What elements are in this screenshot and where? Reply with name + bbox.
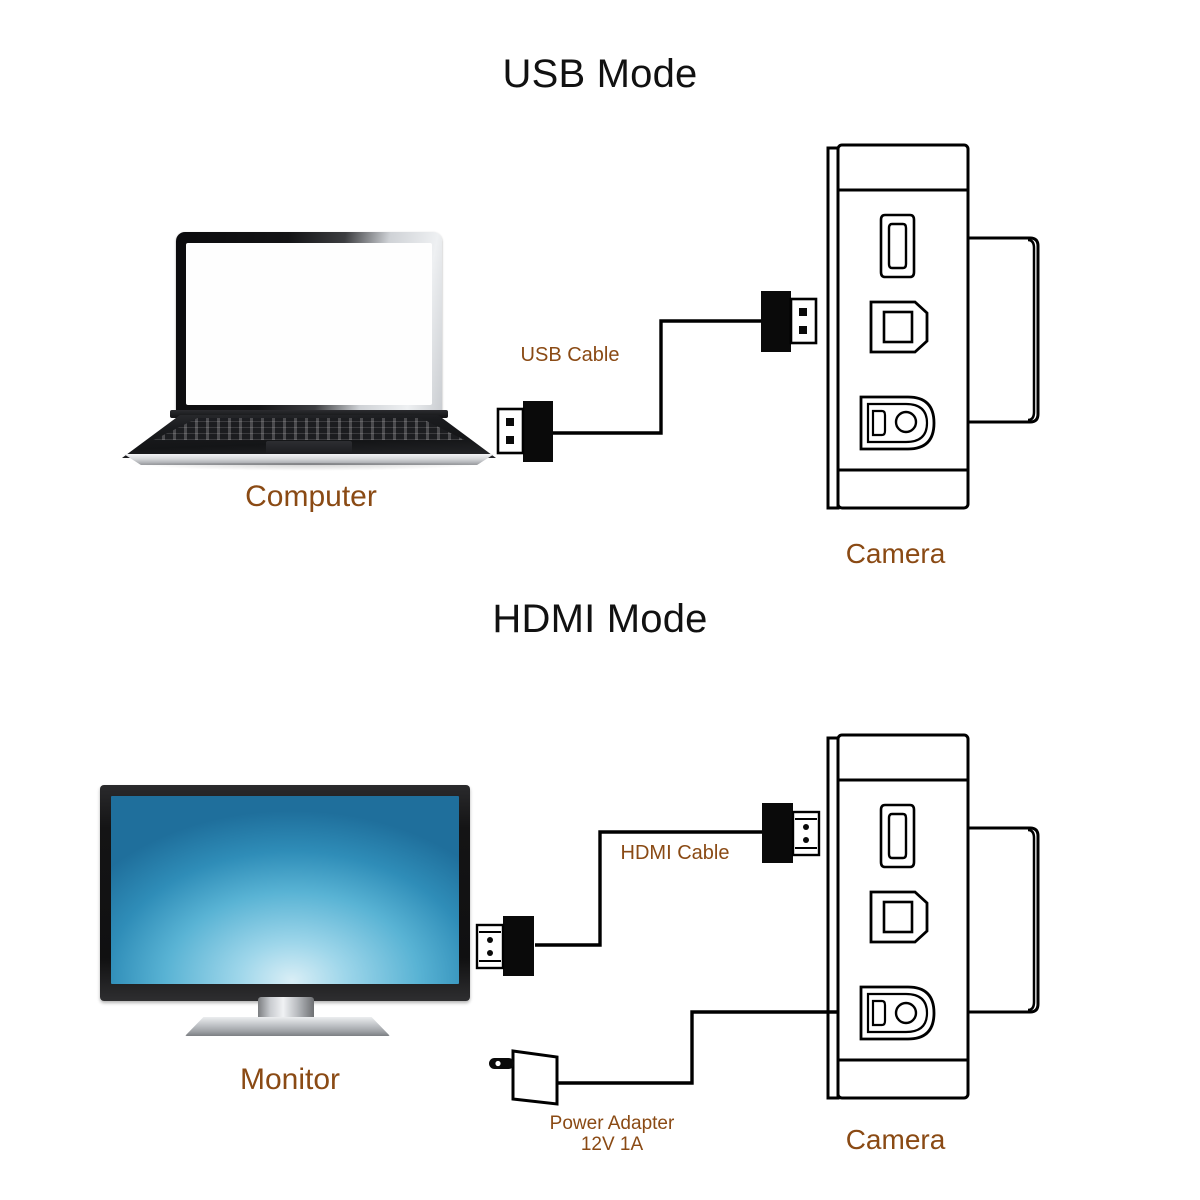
usb-connector-tip [789,297,818,345]
camera-lens-barrel [963,236,1040,424]
usb-b-port [869,890,929,944]
hdmi-cable-label: HDMI Cable [620,842,730,864]
hdmi-connector-body [762,803,793,863]
usb-connector-computer-end [496,401,553,462]
usb-pin-upper [799,308,807,316]
usb-b-port [869,300,929,354]
computer-label: Computer [245,480,377,513]
laptop-computer [118,232,500,471]
usb-connector-tip [496,407,525,455]
hdmi-port [879,213,916,279]
camera-label-usb: Camera [845,538,946,569]
hdmi-connector-monitor-end [475,916,534,976]
power-adapter [489,1049,559,1106]
usb-pin-lower [506,436,514,444]
hdmi-pin-upper [487,937,493,943]
usb-pin-upper [506,418,514,426]
usb-connector-body [523,401,553,462]
laptop-screen [186,243,432,405]
monitor-stand-base [185,1017,390,1036]
power-adapter-prong [489,1058,514,1069]
power-adapter-label: Power Adapter [549,1113,675,1134]
dc-power-port [859,985,936,1041]
monitor-label: Monitor [239,1063,341,1096]
hdmi-pin-upper [803,824,809,830]
usb-mode-title: USB Mode [502,52,698,96]
hdmi-pin-lower [487,950,493,956]
camera-label-hdmi: Camera [845,1124,946,1155]
hdmi-port [879,803,916,869]
power-cable-path [558,1010,838,1085]
laptop-front-edge [123,454,495,465]
monitor-bezel [100,785,470,1001]
power-adapter-body [511,1049,559,1106]
camera-unit-usb [826,143,1040,510]
hdmi-connector-body [503,916,534,976]
laptop-hinge [170,410,448,418]
hdmi-connector-camera-end [762,803,821,863]
laptop-trackpad [266,441,352,456]
usb-cable-path [551,319,772,435]
usb-connector-camera-end [761,291,818,352]
power-adapter-prong-hole [495,1060,501,1067]
usb-cable-label: USB Cable [520,344,620,366]
monitor-display [100,785,480,1037]
usb-pin-lower [799,326,807,334]
laptop-shadow [128,463,488,471]
camera-unit-hdmi [826,733,1040,1100]
usb-connector-body [761,291,791,352]
hdmi-mode-title: HDMI Mode [492,597,708,641]
laptop-keyboard [153,418,465,440]
monitor-screen [111,796,459,984]
dc-power-port [859,395,936,451]
laptop-lid [176,232,442,414]
camera-lens-barrel [963,826,1040,1014]
hdmi-cable-path [535,830,765,947]
power-adapter-label-group: Power Adapter 12V 1A [452,1113,772,1156]
power-adapter-rating: 12V 1A [580,1134,644,1156]
hdmi-pin-lower [803,837,809,843]
